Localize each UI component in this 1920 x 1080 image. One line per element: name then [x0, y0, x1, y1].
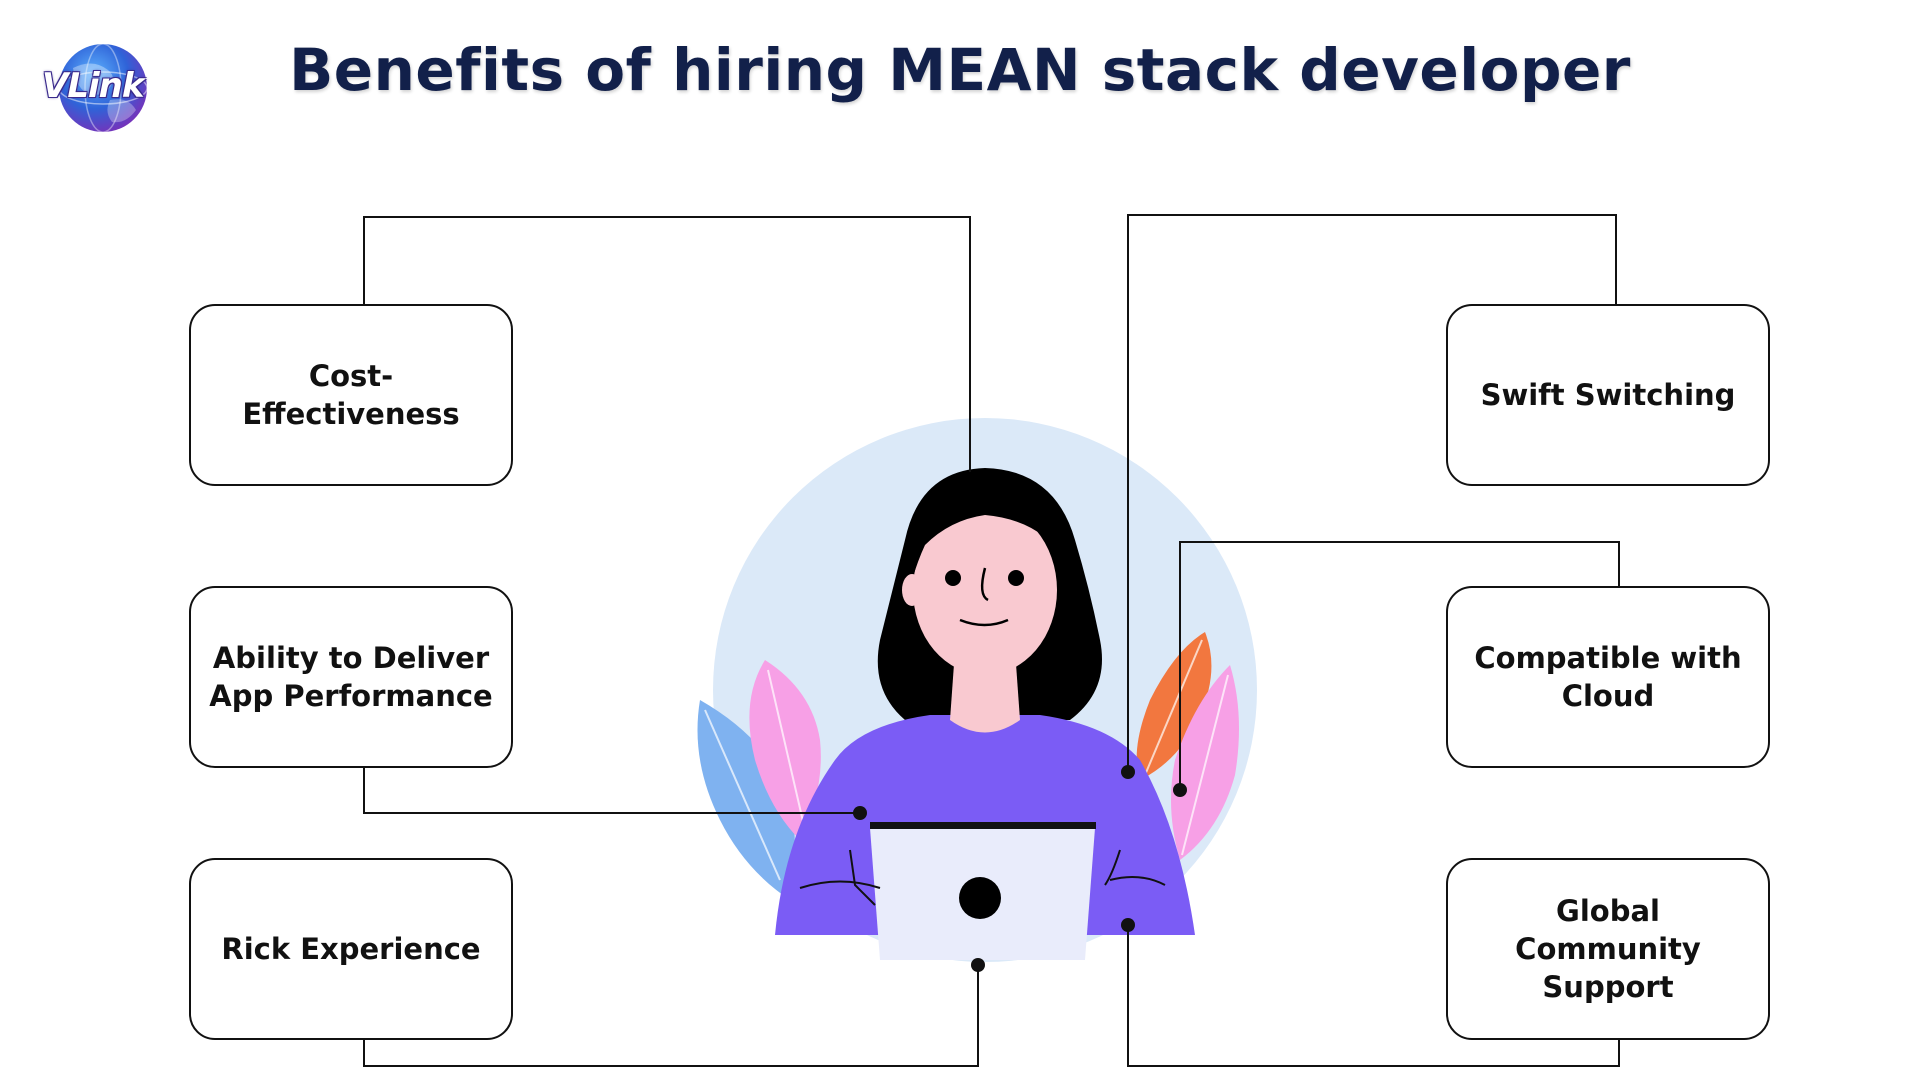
leaf-pink-left [749, 660, 821, 840]
page-title: Benefits of hiring MEAN stack developer [289, 36, 1631, 104]
benefit-label: Ability to Deliver App Performance [209, 641, 493, 713]
connector-swift [1127, 214, 1617, 772]
laptop-logo [959, 877, 1001, 919]
connector-dot-swift [1121, 765, 1135, 779]
connector-dot-global [1121, 918, 1135, 932]
connector-dot-cloud [1173, 783, 1187, 797]
benefit-box-ability-to-deliver: Ability to Deliver App Performance [189, 586, 513, 768]
hair-front [911, 482, 1066, 580]
globe-logo-icon [58, 43, 148, 133]
benefit-box-swift-switching: Swift Switching [1446, 304, 1770, 486]
logo-text: VLink [42, 66, 144, 106]
benefit-label: Global Community Support [1515, 894, 1701, 1004]
benefit-box-global-community-support: Global Community Support [1446, 858, 1770, 1040]
benefit-box-rick-experience: Rick Experience [189, 858, 513, 1040]
benefit-label: Cost-Effectiveness [242, 359, 460, 431]
benefit-box-cost-effectiveness: Cost-Effectiveness [189, 304, 513, 486]
connector-cost [363, 216, 971, 472]
connector-rick [363, 965, 979, 1067]
benefit-label: Swift Switching [1480, 378, 1736, 412]
benefit-label: Rick Experience [221, 932, 481, 966]
connector-global [1127, 925, 1620, 1067]
connector-ability [363, 768, 860, 814]
connector-dot-rick [971, 958, 985, 972]
connector-cloud [1179, 541, 1620, 790]
benefit-box-compatible-with-cloud: Compatible with Cloud [1446, 586, 1770, 768]
benefit-label: Compatible with Cloud [1474, 641, 1742, 713]
face [913, 505, 1057, 675]
connector-dot-ability [853, 806, 867, 820]
